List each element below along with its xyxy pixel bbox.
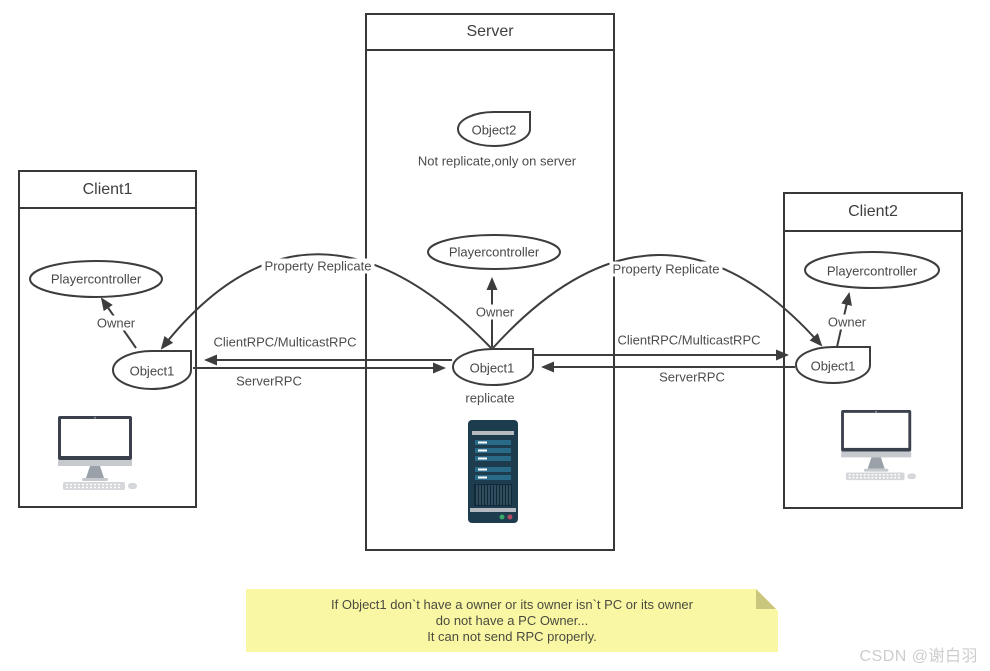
client1-box: Client1 <box>18 170 197 508</box>
server-rpc-left-label: ServerRPC <box>236 373 302 389</box>
note-line-1: If Object1 don`t have a owner or its own… <box>331 596 693 612</box>
note-line-3: It can not send RPC properly. <box>427 628 597 644</box>
client2-title-bar: Client2 <box>785 194 961 232</box>
server-object2-caption: Not replicate,only on server <box>417 153 577 169</box>
server-title: Server <box>466 23 514 40</box>
property-replicate-left-label: Property Replicate <box>261 258 375 274</box>
server-box: Server <box>365 13 615 551</box>
client2-title: Client2 <box>848 203 898 220</box>
client1-title-bar: Client1 <box>20 172 195 209</box>
note-line-2: do not have a PC Owner... <box>435 612 589 628</box>
server-object1-label: Object1 <box>469 360 515 376</box>
server-replicate-label: replicate <box>465 390 515 406</box>
client2-playercontroller-label: Playercontroller <box>826 263 918 279</box>
client2-object1-label: Object1 <box>810 358 856 374</box>
client-rpc-left-label: ClientRPC/MulticastRPC <box>213 334 357 350</box>
sticky-note: If Object1 don`t have a owner or its own… <box>246 589 778 652</box>
server-object2-label: Object2 <box>471 122 517 138</box>
client-rpc-right-label: ClientRPC/MulticastRPC <box>617 332 761 348</box>
client2-owner-label: Owner <box>824 314 870 330</box>
client1-owner-label: Owner <box>93 315 139 331</box>
server-rpc-right-label: ServerRPC <box>659 369 725 385</box>
client2-box: Client2 <box>783 192 963 509</box>
client1-playercontroller-label: Playercontroller <box>50 271 142 287</box>
server-owner-label: Owner <box>472 304 518 320</box>
watermark: CSDN @谢白羽 <box>859 648 978 665</box>
server-playercontroller-label: Playercontroller <box>448 244 540 260</box>
client1-object1-label: Object1 <box>129 363 175 379</box>
property-replicate-right-label: Property Replicate <box>609 261 723 277</box>
note-fold-icon <box>756 589 778 611</box>
client1-title: Client1 <box>82 180 133 198</box>
server-title-bar: Server <box>367 15 613 51</box>
